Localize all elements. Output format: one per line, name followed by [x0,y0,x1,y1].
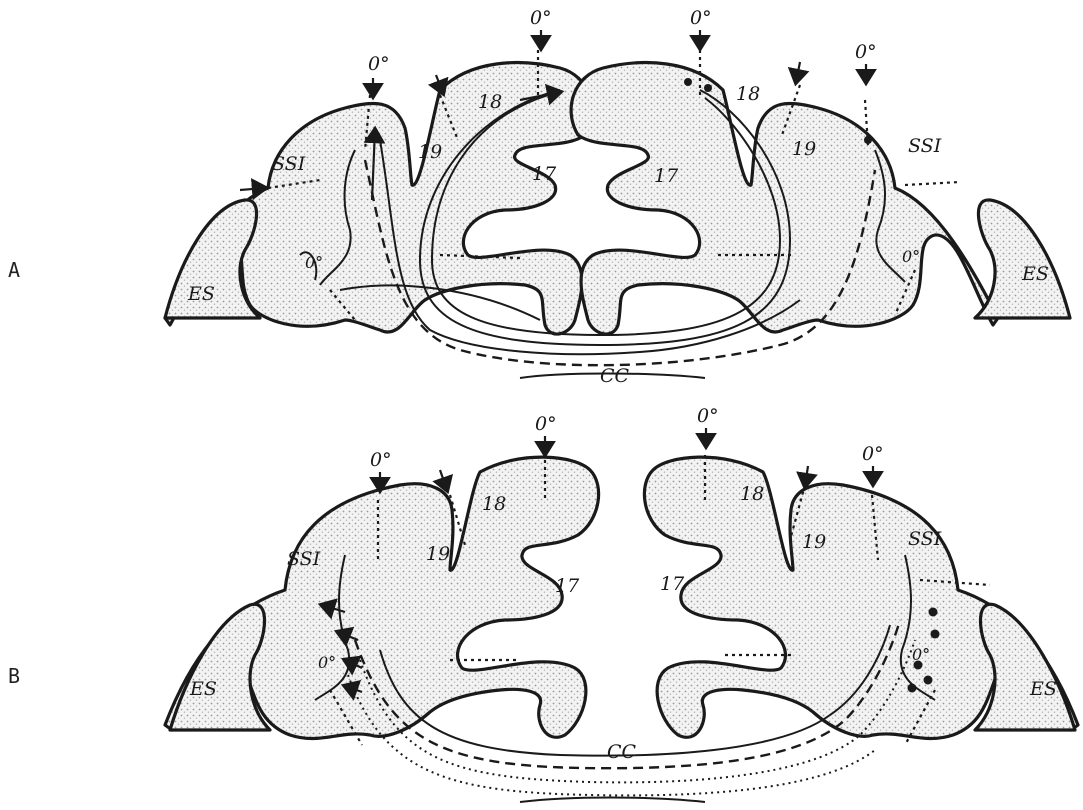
zero-mark-a1: 0° [368,53,390,75]
zero-mark-a2: 0° [530,7,552,29]
area-19-left-a: 19 [418,141,442,163]
tick-arrow-b-left [440,470,447,490]
area-17-right-a: 17 [654,165,679,187]
area-19-right-b: 19 [802,531,826,553]
small-zero-right-a: 0° [902,247,920,266]
small-zero-left-b: 0° [318,653,336,672]
zero-mark-a3: 0° [690,7,712,29]
zero-mark-b4: 0° [862,443,884,465]
zero-mark-b3: 0° [697,405,719,427]
cell-dot-right-b1 [929,608,938,617]
small-zero-left-a: 0° [305,253,323,272]
cell-dot-right-a3 [864,136,872,144]
zero-mark-b1: 0° [370,449,392,471]
area-17-left-a: 17 [532,163,557,185]
area-17-left-b: 17 [555,575,580,597]
es-left-a: ES [187,283,215,305]
small-zero-right-b: 0° [912,645,930,664]
area-17-right-b: 17 [660,573,685,595]
cell-dot-right-a1 [684,78,692,86]
cell-dot-right-a2 [704,84,712,92]
ssi-right-b: SSI [908,528,942,550]
es-left-b: ES [189,678,217,700]
panel-b: 0° 0° 0° 0° 18 19 17 SSI ES 0° 18 19 17 … [165,405,1078,802]
cell-dot-right-b2 [931,630,940,639]
cc-underline-b [520,798,705,803]
tick-arrow-b-right [805,466,808,486]
area-19-right-a: 19 [792,138,816,160]
cell-dot-right-b5 [924,676,933,685]
ssi-left-a: SSI [272,153,306,175]
es-right-b: ES [1029,678,1057,700]
border-ssi-right-a [905,182,960,185]
zero-mark-b2: 0° [535,413,557,435]
es-right-a: ES [1021,263,1049,285]
area-18-right-b: 18 [740,483,764,505]
area-18-left-a: 18 [478,91,502,113]
area-18-right-a: 18 [736,83,760,105]
area-19-left-b: 19 [426,543,450,565]
ssi-right-a: SSI [908,135,942,157]
tick-arrow-a-right [796,62,800,82]
cell-dot-right-b4 [908,684,917,693]
zero-mark-a4: 0° [855,41,877,63]
panel-a: 0° 0° 0° 0° 18 19 17 SSI ES 0° 18 19 17 … [165,7,1070,387]
ssi-left-b: SSI [287,548,321,570]
commissure-label-b: CC [607,741,637,763]
commissure-label-a: CC [600,365,630,387]
right-es-gyrus-a [975,200,1070,318]
area-18-left-b: 18 [482,493,506,515]
